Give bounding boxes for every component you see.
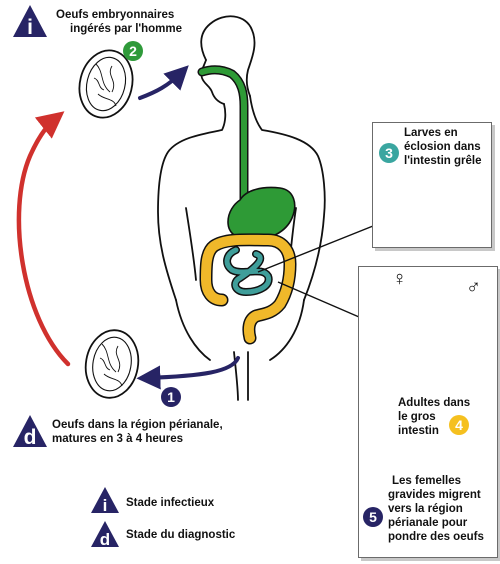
step-1-label-line-2: matures en 3 à 4 heures xyxy=(52,433,184,445)
step-3-label-line-1: Larves en xyxy=(404,127,458,139)
legend-diagnostic-letter: d xyxy=(100,530,110,548)
arrow-migration xyxy=(136,356,240,390)
legend-diagnostic-label: Stade du diagnostic xyxy=(126,529,236,541)
step-2-label-line-2: ingérés par l'homme xyxy=(70,23,183,35)
step-1-number: 1 xyxy=(167,389,175,405)
step-5-number: 5 xyxy=(369,509,377,525)
step-3-number: 3 xyxy=(385,145,393,161)
infective-badge-letter: i xyxy=(27,16,33,38)
step-2-badge: 2 xyxy=(123,41,143,61)
step-3-badge: 3 xyxy=(379,143,399,163)
step-4-label-line-1: Adultes dans xyxy=(398,397,471,409)
small-intestine xyxy=(223,246,273,297)
male-symbol-icon: ♂ xyxy=(466,276,481,298)
legend: i Stade infectieux d Stade du diagnostic xyxy=(90,486,290,552)
legend-infective-badge: i xyxy=(91,487,119,514)
step-4-label-line-2: le gros xyxy=(398,411,436,423)
step-5-badge: 5 xyxy=(363,507,383,527)
diagnostic-stage-badge: d xyxy=(13,415,47,448)
step-1-label-line-1: Oeufs dans la région périanale, xyxy=(52,419,223,431)
egg-ingested xyxy=(78,49,134,119)
legend-infective-letter: i xyxy=(103,496,108,514)
large-intestine xyxy=(199,233,297,345)
larvae-callout-box xyxy=(372,122,492,248)
step-5-label-line-2: gravides migrent xyxy=(388,489,481,501)
step-4-badge: 4 xyxy=(449,415,469,435)
step-1-badge: 1 xyxy=(161,387,181,407)
arrow-reinfection xyxy=(16,111,71,367)
callout-lines xyxy=(257,223,379,321)
step-5-label-line-4: périanale pour xyxy=(388,517,468,529)
step-3-label-line-3: l'intestin grêle xyxy=(404,155,482,167)
step-2-label-line-1: Oeufs embryonnaires xyxy=(56,9,175,21)
step-3-label-line-2: éclosion dans xyxy=(404,141,481,153)
adults-callout-box xyxy=(358,266,498,558)
egg-perianal xyxy=(84,329,140,399)
step-5-label-line-1: Les femelles xyxy=(392,475,462,487)
step-4-label-line-3: intestin xyxy=(398,425,439,437)
step-4-number: 4 xyxy=(455,417,463,433)
step-5-label-line-5: pondre des oeufs xyxy=(388,531,484,543)
digestive-tract xyxy=(197,65,296,241)
female-symbol-icon: ♀ xyxy=(392,268,407,290)
arrow-ingestion xyxy=(138,65,189,100)
legend-diagnostic-badge: d xyxy=(91,521,119,548)
legend-infective-label: Stade infectieux xyxy=(126,497,215,509)
diagnostic-badge-letter: d xyxy=(24,426,37,448)
infective-stage-badge: i xyxy=(13,5,47,38)
step-2-number: 2 xyxy=(129,43,137,59)
step-5-label-line-3: vers la région xyxy=(388,503,463,515)
